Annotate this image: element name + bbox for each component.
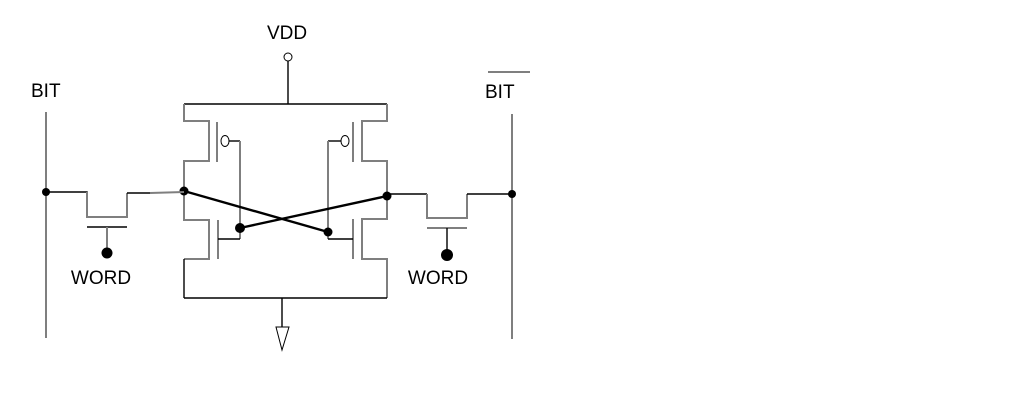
pmos-right-bubble-icon <box>340 135 350 147</box>
nmos-right-body <box>361 196 388 298</box>
ground <box>184 297 387 352</box>
bit-bar-label: BIT <box>485 82 515 103</box>
right-gate-junction-dot <box>323 227 333 237</box>
cross-wire-qbar-to-left-gate <box>239 194 388 230</box>
pmos-left-bubble-icon <box>220 135 230 147</box>
cross-wire-q-to-right-gate <box>183 189 329 234</box>
pmos-right-body <box>361 104 388 196</box>
word-right-terminal-dot <box>441 249 453 261</box>
ground-icon <box>275 326 290 352</box>
access-left-drain-wire <box>46 191 88 217</box>
vdd-supply: VDD <box>184 23 387 105</box>
left-gate-junction-dot <box>235 223 245 233</box>
access-transistor-left: WORD <box>46 191 185 289</box>
access-left-to-node <box>149 191 185 194</box>
access-left-channel <box>86 192 128 218</box>
word-left-terminal-dot <box>101 247 113 259</box>
bit-label: BIT <box>31 81 61 102</box>
bitline-right: BIT <box>485 71 530 339</box>
access-transistor-right: WORD <box>387 193 512 289</box>
node-q-dot <box>179 186 189 196</box>
access-right-channel <box>426 194 468 219</box>
bitline-left: BIT <box>31 81 61 338</box>
word-right-label: WORD <box>408 268 468 289</box>
cross-coupling <box>179 186 392 237</box>
vdd-label: VDD <box>267 23 307 44</box>
pmos-left-body <box>183 104 210 191</box>
pmos-left <box>183 104 241 239</box>
pmos-right <box>327 104 388 239</box>
node-qbar-dot <box>382 191 392 201</box>
vdd-terminal-icon <box>283 52 293 62</box>
nmos-right <box>328 196 388 298</box>
nmos-left-body <box>183 191 210 260</box>
nmos-left <box>183 191 240 298</box>
word-left-label: WORD <box>71 268 131 289</box>
